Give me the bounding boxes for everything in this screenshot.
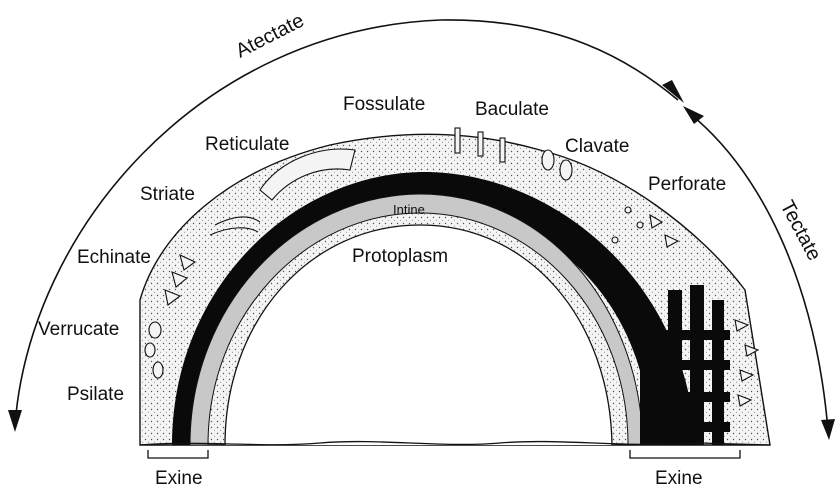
clavate-label: Clavate bbox=[565, 136, 629, 157]
tectate-arrow-top bbox=[683, 106, 704, 124]
protoplasm-label: Protoplasm bbox=[352, 246, 448, 267]
atectate-arrow-left bbox=[8, 410, 22, 432]
fossulate-label: Fossulate bbox=[343, 94, 425, 115]
psilate-label: Psilate bbox=[67, 384, 124, 405]
verrucate-label: Verrucate bbox=[38, 319, 119, 340]
baculate-label: Baculate bbox=[475, 99, 549, 120]
exine-label-left: Exine bbox=[155, 468, 203, 489]
intine-label: Intine bbox=[393, 202, 425, 217]
reticulate-label: Reticulate bbox=[205, 134, 290, 155]
tectate-arrow-bottom bbox=[821, 419, 835, 440]
exine-bracket-left bbox=[148, 450, 208, 458]
exine-bracket-right bbox=[630, 450, 740, 458]
exine-label-right: Exine bbox=[655, 468, 703, 489]
echinate-label: Echinate bbox=[77, 247, 151, 268]
atectate-label: Atectate bbox=[232, 10, 307, 63]
striate-label: Striate bbox=[140, 184, 195, 205]
perforate-label: Perforate bbox=[648, 174, 726, 195]
tectate-label: Tectate bbox=[776, 197, 826, 264]
atectate-arrow-right bbox=[662, 80, 684, 103]
